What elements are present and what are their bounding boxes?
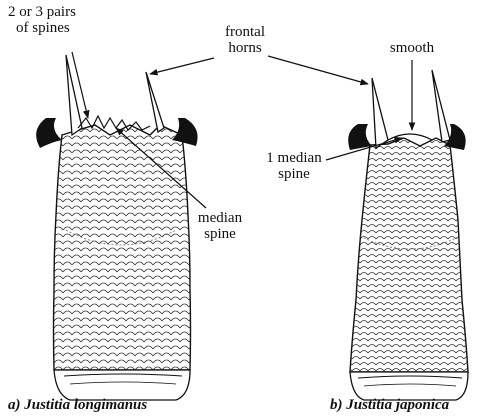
label-median-b-line2: spine: [258, 166, 330, 182]
carapace-b: [348, 70, 468, 400]
label-median-spine-b: 1 median spine: [258, 150, 330, 182]
carapace-a: [36, 55, 197, 400]
label-frontal-line2: horns: [210, 40, 280, 56]
label-median-b-line1: 1 median: [258, 150, 330, 166]
caption-a: a) Justitia longimanus: [8, 397, 147, 414]
leader-frontal-b: [268, 56, 368, 84]
label-smooth-text: smooth: [382, 40, 442, 56]
label-median-spine-a: median spine: [190, 210, 250, 242]
label-pairs-of-spines: 2 or 3 pairs of spines: [8, 4, 76, 36]
label-smooth: smooth: [382, 40, 442, 56]
label-median-a-line1: median: [190, 210, 250, 226]
label-median-a-line2: spine: [190, 226, 250, 242]
label-pairs-line2: of spines: [8, 20, 76, 36]
caption-b: b) Justitia japonica: [330, 397, 449, 414]
label-frontal-horns: frontal horns: [210, 24, 280, 56]
label-pairs-line1: 2 or 3 pairs: [8, 4, 76, 20]
leader-frontal-a: [150, 58, 214, 74]
label-frontal-line1: frontal: [210, 24, 280, 40]
